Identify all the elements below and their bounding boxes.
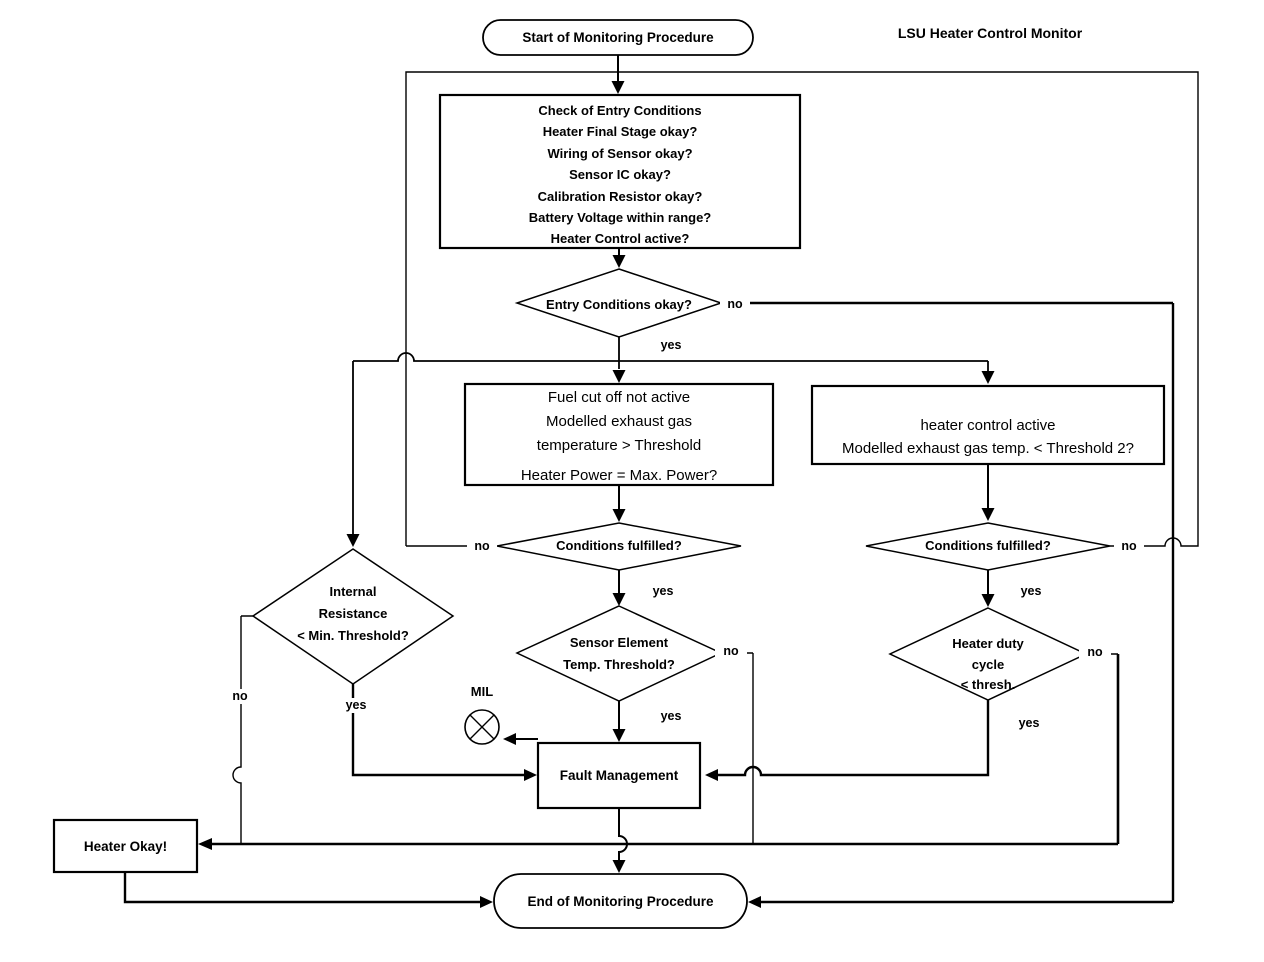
entry-ok-diamond-shape [514,268,724,338]
internal-resistance-diamond-label: Internal Resistance < Min. Threshold? [297,584,409,643]
sensor-element-diamond-shape [515,605,723,702]
cond-left-diamond-label: Conditions fulfilled? [556,538,682,553]
entry-check-box-shape [438,93,802,250]
fuel-box: Fuel cut off not active Modelled exhaust… [467,386,771,488]
edge-duty-yes-to-fault [718,700,990,777]
heater-okay-label: Heater Okay! [83,838,168,854]
heater-duty-diamond-shape [888,607,1088,701]
entry-check-line: Heater Final Stage okay? [542,124,698,140]
entry-check-line: Battery Voltage within range? [528,210,712,226]
edge-internal-no [232,615,253,843]
sensor-element-diamond-label: Sensor Element Temp. Threshold? [563,635,675,672]
edge-label-condright-no: no [1114,539,1144,554]
edge-internal-yes-to-fault [351,684,524,777]
heater-okay-box-shape [52,818,199,874]
edge-label-condleft-no: no [467,539,497,554]
edge-fault-to-end [618,808,628,860]
heater-box-shape [810,384,1166,466]
page-title: LSU Heater Control Monitor [897,25,1083,41]
end-node-label: End of Monitoring Procedure [527,893,714,909]
cond-left-diamond-shape [496,522,742,571]
fuel-box-line: temperature > Threshold [536,437,702,454]
edge-sensor-no [721,652,754,843]
heater-box-line: Modelled exhaust gas temp. < Threshold 2… [842,440,1134,457]
start-node-shape [482,19,754,56]
entry-check-box: Check of Entry Conditions Heater Final S… [442,100,798,250]
fault-management-label: Fault Management [559,768,679,783]
edge-label-sensor-no: no [715,644,747,659]
entry-check-line: Sensor IC okay? [569,167,671,183]
edge-entry-no-loop [721,301,1175,904]
fuel-box-line: Modelled exhaust gas [546,413,692,430]
cond-right-diamond-label: Conditions fulfilled? [925,538,1051,553]
edge-heaterokay-to-end [123,872,480,904]
arrowheads [198,81,995,908]
heater-box-line: heater control active [920,417,1056,434]
entry-check-line: Heater Control active? [550,231,690,247]
start-node-label: Start of Monitoring Procedure [522,30,714,45]
edge-label-internal-no: no [225,689,255,704]
edge-label-entry-yes: yes [660,338,682,352]
edge-label-sensor-yes: yes [660,709,682,723]
edge-label-duty-yes: yes [1018,716,1040,730]
heater-box: heater control active Modelled exhaust g… [814,414,1162,460]
edge-label-entry-no: no [720,297,750,312]
entry-check-line: Calibration Resistor okay? [537,188,703,204]
internal-resistance-diamond-shape [251,548,455,685]
entry-check-line: Wiring of Sensor okay? [547,145,693,161]
fault-management-box-shape [536,741,702,810]
entry-ok-diamond-label: Entry Conditions okay? [546,297,692,312]
edge-label-internal-yes: yes [336,698,376,713]
entry-check-line: Check of Entry Conditions [538,103,702,118]
mil-lamp-icon [464,709,500,745]
cond-right-diamond-shape [865,522,1111,571]
fuel-box-line: Heater Power = Max. Power? [520,467,718,484]
mil-label: MIL [470,684,494,699]
fuel-box-line: Fuel cut off not active [547,389,691,406]
edge-label-duty-no: no [1079,645,1111,660]
edge-label-condright-yes: yes [1020,584,1042,598]
heater-duty-diamond-label: Heater duty cycle < thresh. [952,636,1024,692]
edge-label-condleft-yes: yes [652,584,674,598]
end-node-shape [493,873,748,929]
fuel-box-shape [463,382,775,487]
